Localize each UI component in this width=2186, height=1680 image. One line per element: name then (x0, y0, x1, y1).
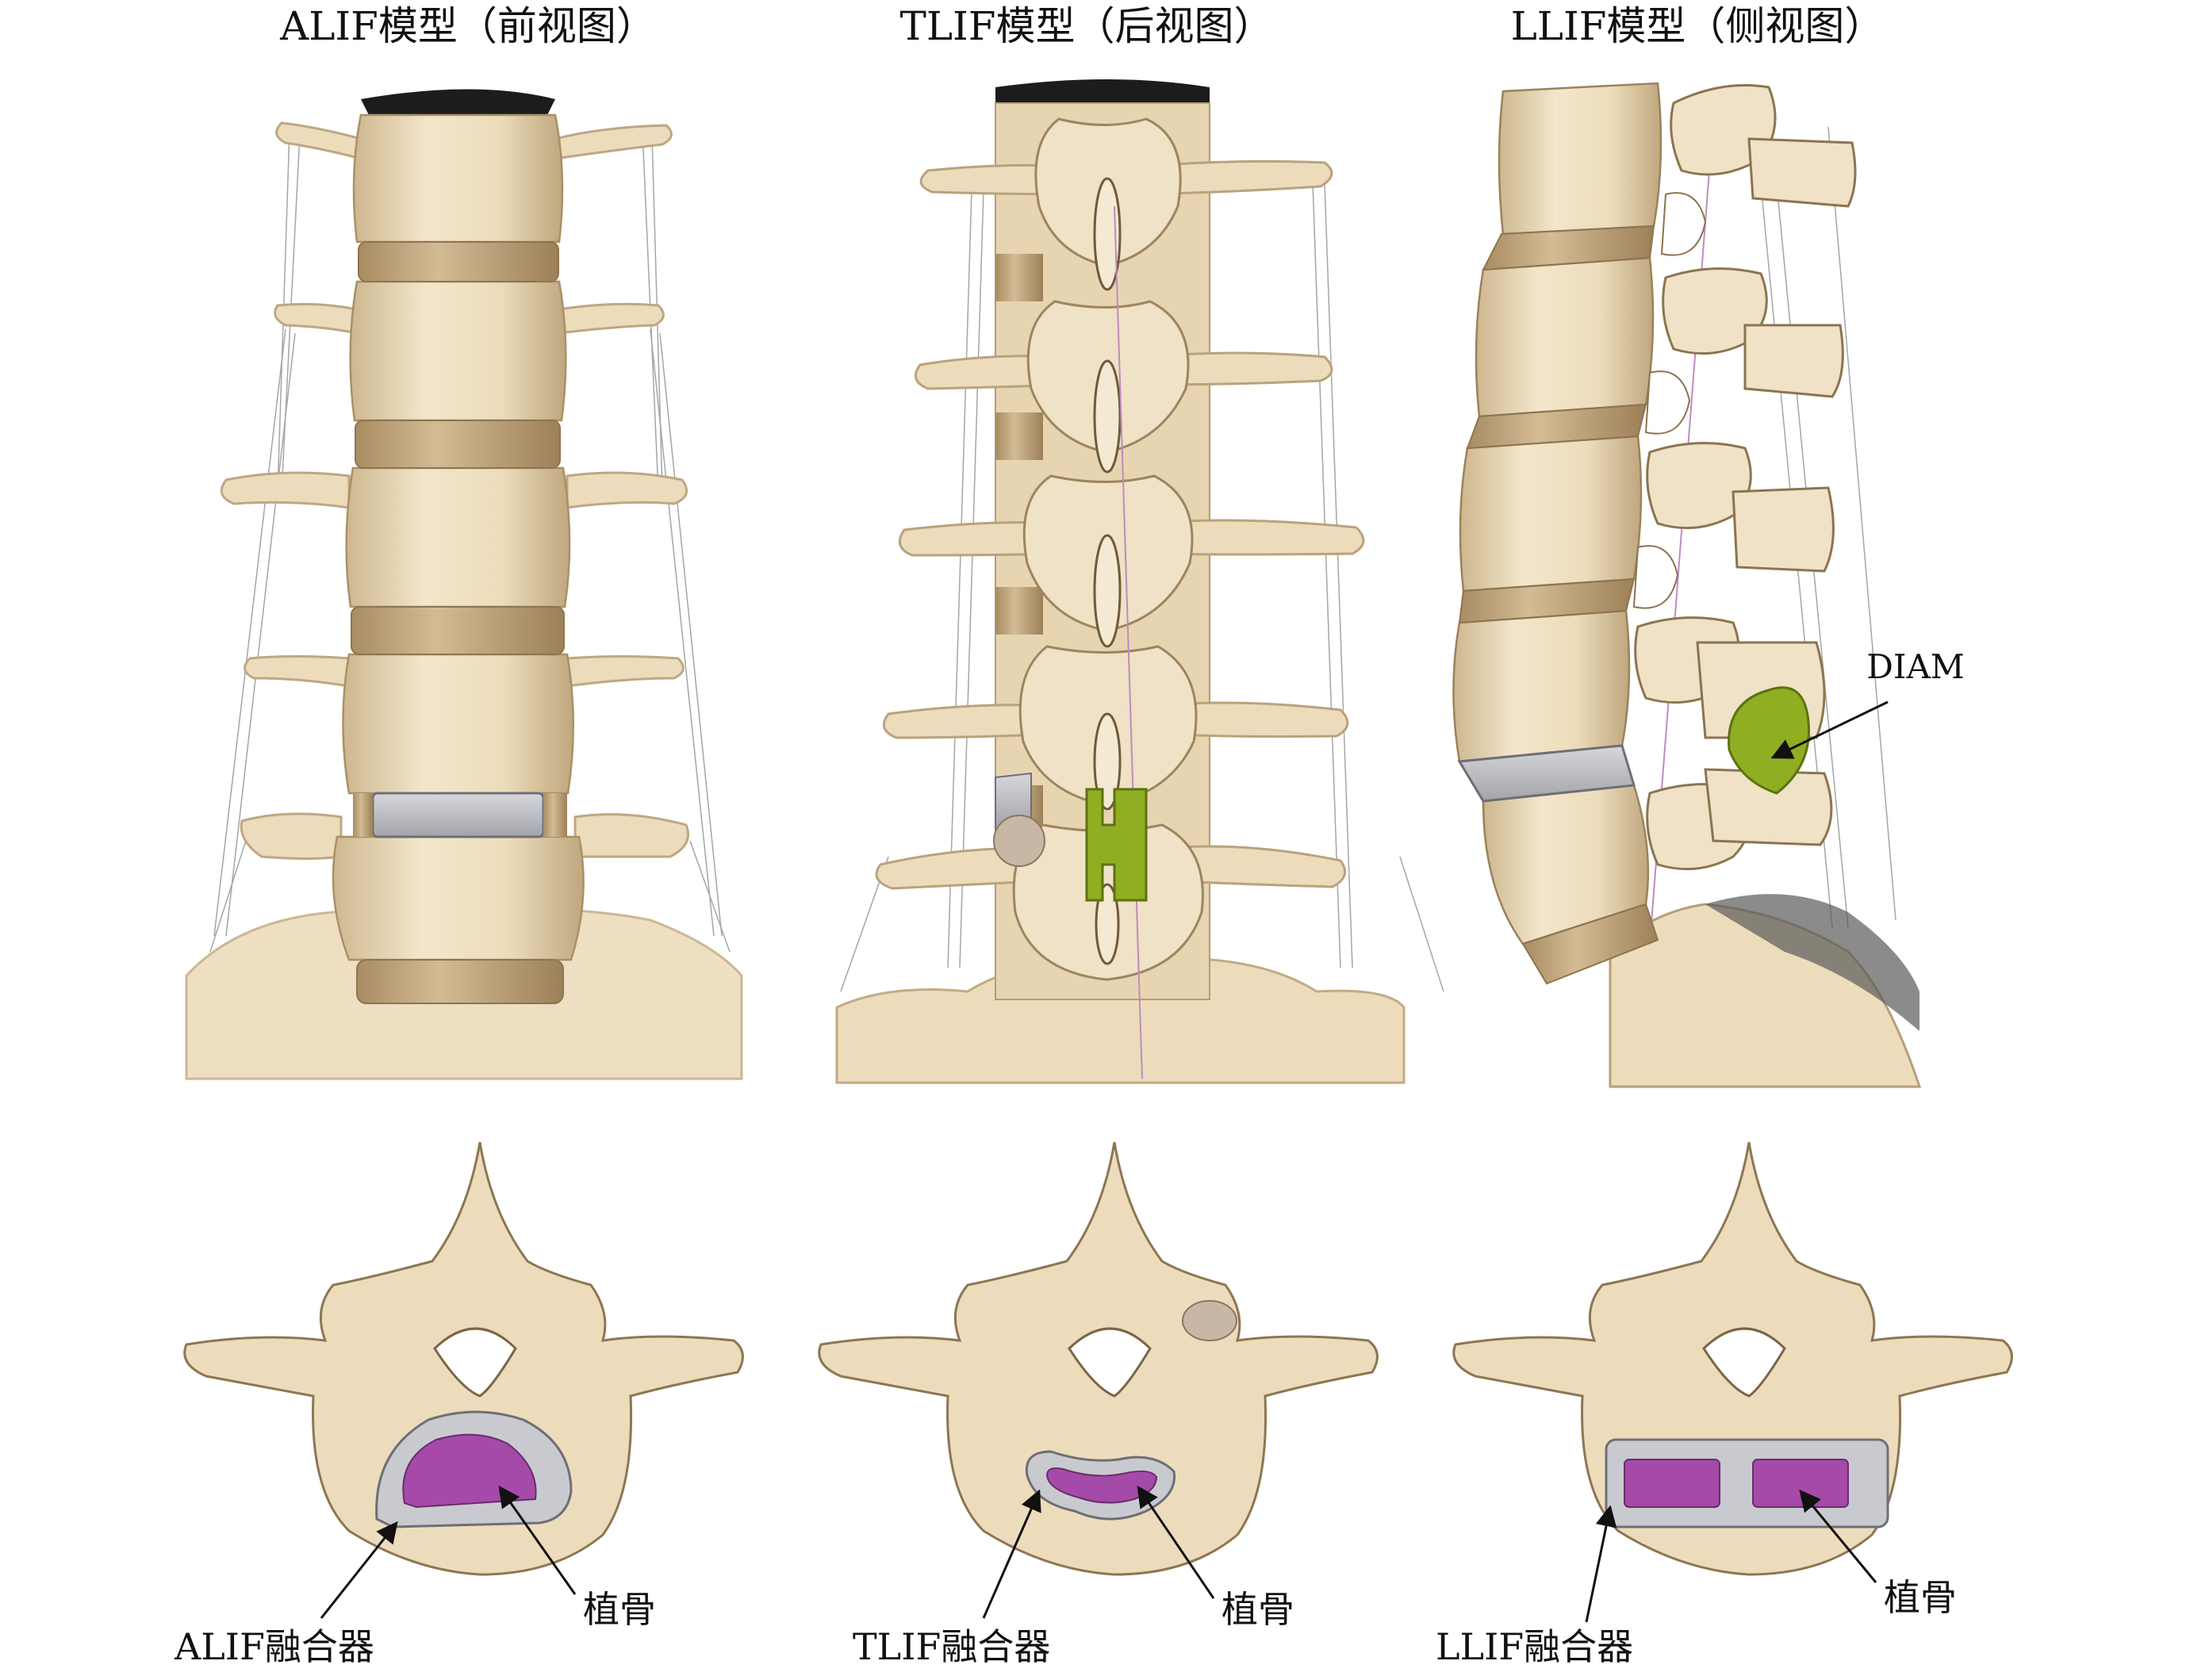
llif-posterior-l3 (1646, 442, 1752, 530)
llif-foramen-1 (1660, 192, 1707, 256)
alif-disc-4-remnant-right (543, 793, 567, 837)
tlif-tp-l3-right (1149, 519, 1365, 556)
llif-spinous-l2 (1743, 324, 1844, 398)
tlif-spinous-l2 (1093, 359, 1122, 474)
tlif-tp-l4-left (882, 704, 1060, 739)
alif-graft-label: 植骨 (583, 1588, 656, 1631)
tlif-disc-1 (995, 254, 1043, 301)
llif-spine-model: DIAM (1452, 82, 1965, 1088)
llif-disc-3 (1458, 577, 1636, 624)
llif-section: LLIF融合器 植骨 (1436, 1141, 2013, 1668)
llif-foramen-2 (1644, 370, 1691, 435)
llif-foramen-3 (1632, 545, 1679, 609)
alif-top-endplate (361, 89, 555, 115)
tlif-cage-arrow (982, 1489, 1041, 1619)
alif-disc-4-remnant-left (353, 793, 373, 837)
tlif-top-endplate (995, 79, 1210, 103)
tlif-spinous-l1 (1093, 177, 1122, 291)
tlif-spinous-l3 (1093, 534, 1122, 648)
tlif-graft-disk (993, 815, 1045, 867)
alif-disc-3 (351, 606, 565, 655)
alif-transverse-processes (220, 121, 689, 860)
llif-disc-5 (1521, 903, 1659, 985)
alif-spinal-canal (433, 1327, 517, 1398)
alif-vertebra-l1 (352, 113, 564, 244)
alif-cage-arrow (320, 1521, 398, 1619)
tlif-tp-l1-right (1141, 159, 1333, 196)
llif-graft-arrow (1799, 1489, 1877, 1583)
llif-spinal-canal (1702, 1327, 1786, 1398)
llif-spinous-l5 (1704, 768, 1833, 846)
llif-vertebra-l2 (1475, 256, 1655, 418)
alif-cage-label: ALIF融合器 (174, 1625, 374, 1668)
tlif-cage-label: TLIF融合器 (853, 1625, 1050, 1668)
tlif-spinal-canal (1068, 1327, 1152, 1398)
alif-vertebra-l5 (332, 835, 585, 961)
tlif-tp-l3-left (898, 521, 1064, 557)
alif-vertebra-l3 (345, 466, 571, 608)
tlif-green-h-device (1085, 788, 1148, 902)
llif-spinous-l1 (1747, 137, 1857, 208)
tlif-graft-axial (1045, 1467, 1158, 1504)
llif-vertebra-l3 (1459, 435, 1643, 593)
llif-graft-axial-left (1624, 1459, 1720, 1508)
tlif-graft-arrow (1137, 1485, 1215, 1599)
tlif-midline-ligament (1114, 205, 1143, 1080)
tlif-ligaments (840, 182, 1444, 992)
llif-cage-label: LLIF融合器 (1436, 1625, 1633, 1668)
diam-arrow (1770, 700, 1889, 759)
llif-cage (1457, 744, 1636, 803)
tlif-panel-title: TLIF模型（后视图） (900, 3, 1274, 49)
llif-vertebra-l1 (1498, 82, 1663, 236)
alif-section: ALIF融合器 植骨 (174, 1141, 744, 1668)
tlif-disc-3 (995, 587, 1043, 635)
llif-graft-axial-right (1752, 1459, 1849, 1508)
alif-spine-model (185, 89, 743, 1080)
llif-spinous-l3 (1732, 486, 1835, 573)
alif-vertebra-l2 (349, 280, 567, 422)
tlif-spine-model (835, 79, 1444, 1084)
tlif-graft-label: 植骨 (1221, 1588, 1294, 1631)
tlif-tp-l5-right (1156, 845, 1347, 888)
diam-label: DIAM (1866, 647, 1965, 686)
alif-disc-1 (358, 241, 559, 282)
llif-cage-arrow (1585, 1505, 1617, 1623)
llif-vertebra-l4 (1452, 609, 1631, 763)
alif-panel-title: ALIF模型（前视图） (279, 3, 656, 49)
llif-panel-title: LLIF模型（侧视图） (1511, 3, 1885, 49)
tlif-disc-2 (995, 412, 1043, 460)
llif-graft-label: 植骨 (1884, 1576, 1957, 1619)
tlif-spinous-l4 (1093, 712, 1122, 811)
alif-cage (371, 792, 545, 838)
alif-graft-arrow (498, 1485, 577, 1595)
llif-iliac-crest (1705, 894, 1919, 1031)
llif-diam-device (1728, 686, 1810, 795)
llif-disc-1 (1482, 224, 1655, 271)
alif-disc-5 (356, 959, 564, 1004)
tlif-facet-graft (1182, 1300, 1237, 1341)
llif-disc-2 (1466, 403, 1647, 450)
tlif-tp-l2-right (1145, 351, 1333, 386)
alif-disc-2 (355, 420, 561, 469)
tlif-spinous-l5 (1095, 883, 1120, 965)
alif-vertebra-l4 (342, 653, 574, 795)
tlif-tp-l4-right (1152, 701, 1349, 738)
tlif-section: TLIF融合器 植骨 (818, 1141, 1379, 1668)
